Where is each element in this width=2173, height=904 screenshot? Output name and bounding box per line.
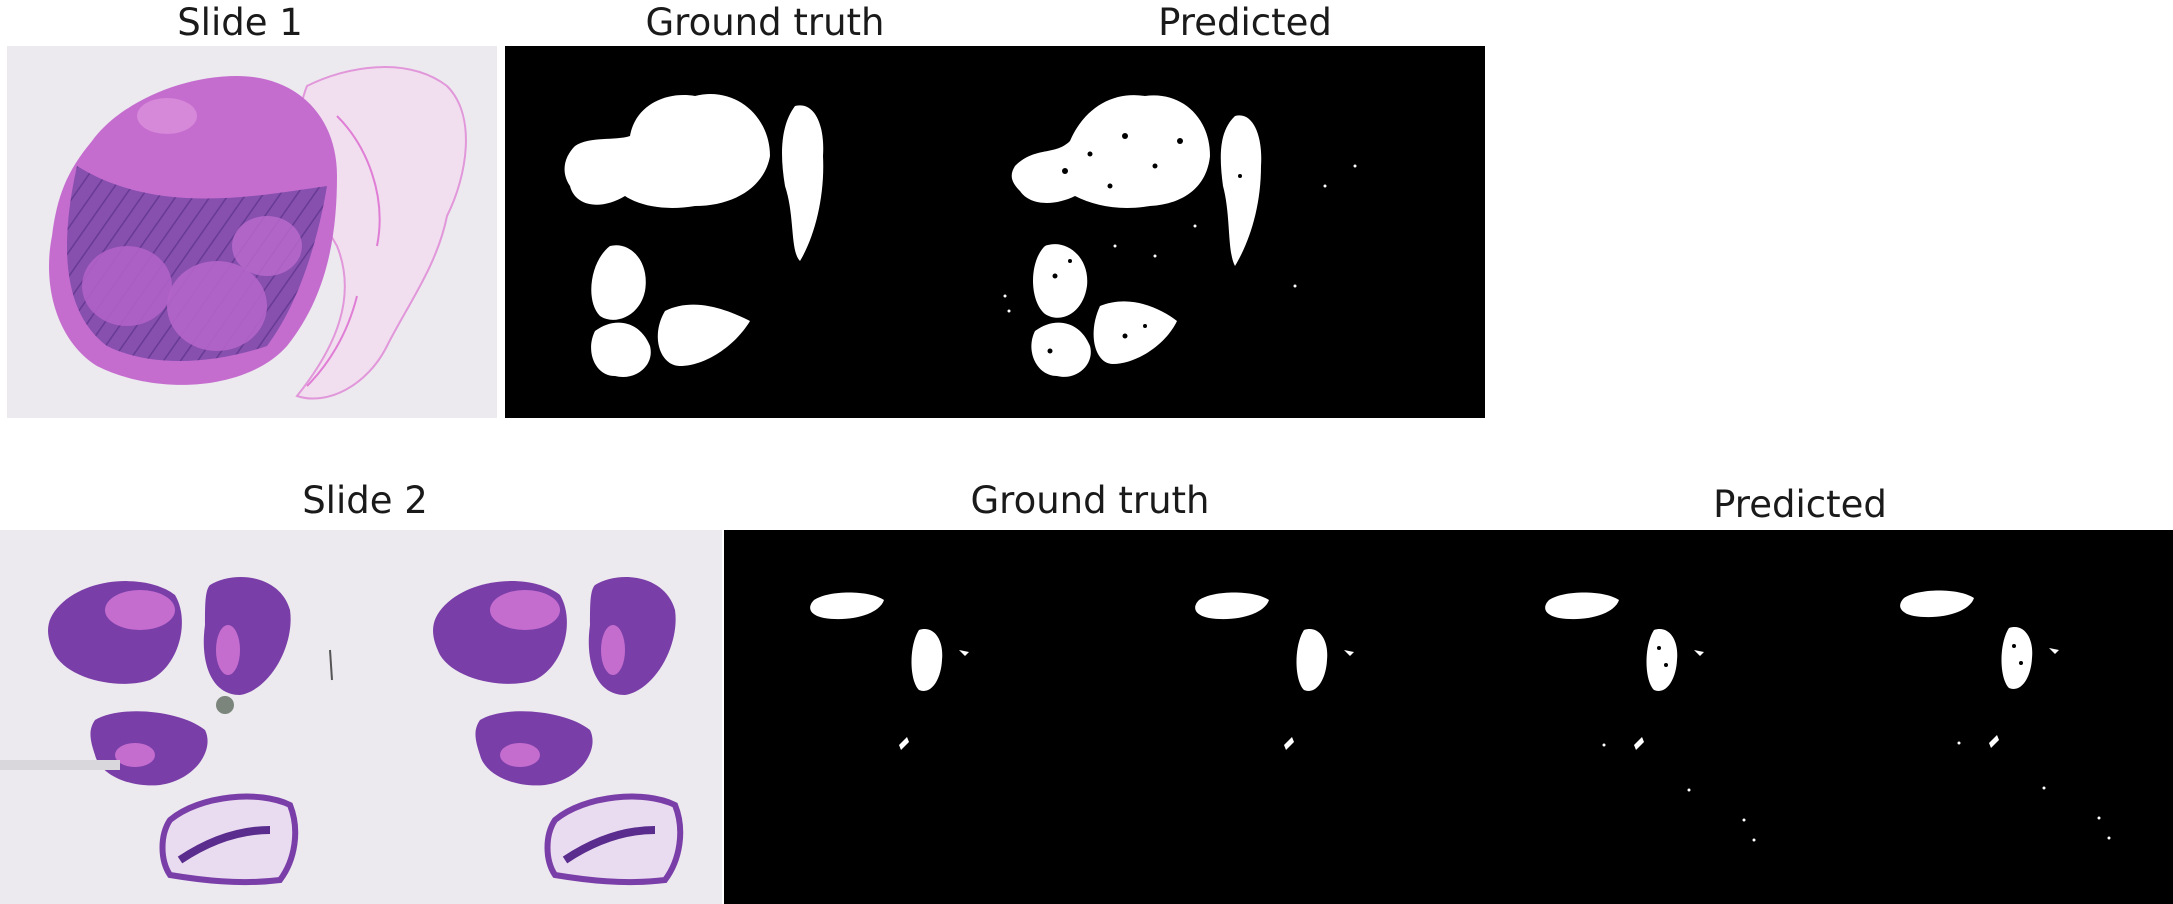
slide-2-tissue: [0, 530, 722, 904]
predicted-blobs-1: [1003, 95, 1357, 377]
ground-truth-label-1: Ground truth: [645, 1, 885, 44]
slide-2-image: [0, 530, 722, 904]
slide-1-image: [7, 46, 497, 418]
ground-truth-blobs-1: [564, 94, 824, 377]
slide-2-label: Slide 2: [302, 479, 428, 522]
slide-1-tissue: [49, 66, 467, 400]
ground-truth-mask-1: [505, 46, 1485, 418]
predicted-label-1: Predicted: [1158, 1, 1332, 44]
ground-truth-label-2: Ground truth: [970, 479, 1210, 522]
slide-1-label: Slide 1: [177, 1, 303, 44]
ground-truth-mask-2: [724, 530, 2173, 904]
predicted-label-2: Predicted: [1713, 483, 1887, 526]
row2-mask-blobs: [810, 590, 2111, 842]
